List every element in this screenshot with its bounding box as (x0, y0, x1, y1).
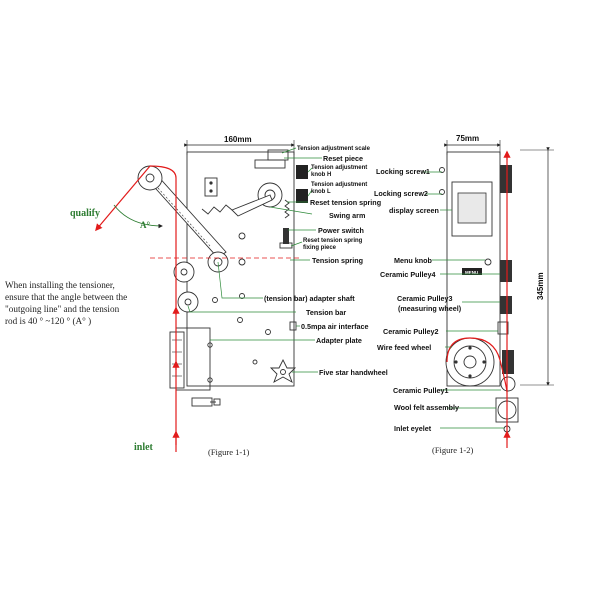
reset-piece (267, 149, 289, 161)
label-tension-adjustment-scale: Tension adjustment scale (297, 146, 371, 152)
ceramic-pulley-4 (500, 260, 512, 282)
figure-1-1: 160mm (5, 135, 388, 457)
tension-knob-h[interactable] (296, 165, 308, 179)
label-locking-screw-1: Locking screw1 (376, 167, 430, 176)
label-power-switch: Power switch (318, 226, 364, 235)
label-tension-bar: Tension bar (306, 308, 346, 317)
label-swing-arm: Swing arm (329, 211, 365, 220)
label-tension-spring: Tension spring (312, 256, 363, 265)
power-switch[interactable] (283, 228, 289, 244)
figure2-width-dimension: 75mm (456, 134, 479, 143)
label-ceramic-pulley-1: Ceramic Pulley1 (393, 386, 449, 395)
tension-scale (254, 159, 286, 169)
note-line-4: rod is 40 ° ~120 ° (A° ) (5, 316, 91, 326)
label-inlet-eyelet: Inlet eyelet (394, 424, 432, 433)
label-adapter-plate: Adapter plate (316, 336, 362, 345)
bracket (204, 177, 218, 197)
label-five-star-handwheel: Five star handwheel (319, 368, 388, 377)
note-line-3: "outgoing line" and the tension (5, 304, 120, 314)
air-interface (289, 321, 297, 331)
label-wool-felt-assembly: Wool felt assembly (394, 403, 459, 412)
label-ceramic-pulley-4: Ceramic Pulley4 (380, 270, 436, 279)
ceramic-pulley-2 (497, 321, 509, 335)
label-reset-tension-spring: Reset tension spring (310, 198, 381, 207)
side-knob-upper (500, 165, 512, 193)
display-housing (451, 181, 493, 237)
adapter-plate (175, 327, 211, 391)
figure1-width-dimension: 160mm (224, 135, 252, 144)
angle-label: A° (140, 220, 150, 230)
locking-screw-1[interactable] (439, 167, 445, 173)
label-ceramic-pulley-3-2: (measuring wheel) (398, 304, 462, 313)
label-knob-h-2: knob H (311, 172, 331, 178)
label-reset-piece: Reset piece (323, 154, 363, 163)
note-line-2: ensure that the angle between the (5, 292, 127, 302)
label-menu-knob: Menu knob (394, 256, 433, 265)
label-knob-l-2: knob L (311, 189, 331, 195)
label-air-interface: 0.5mpa air interface (301, 322, 369, 331)
tension-knob-l[interactable] (296, 189, 308, 203)
qualify-label: qualify (70, 208, 100, 219)
label-ceramic-pulley-3-1: Ceramic Pulley3 (397, 294, 453, 303)
swing-arm (231, 194, 273, 217)
label-wire-feed-wheel: Wire feed wheel (377, 343, 431, 352)
five-star-handwheel[interactable] (269, 358, 297, 383)
menu-knob[interactable] (484, 258, 492, 266)
ceramic-pulley-3 (500, 296, 512, 314)
figure1-caption: (Figure 1-1) (208, 447, 249, 457)
reset-tension-spring (284, 199, 290, 219)
outgoing-wire (95, 165, 151, 232)
menu-button[interactable] (462, 268, 482, 275)
display-screen (457, 192, 487, 224)
label-ceramic-pulley-2: Ceramic Pulley2 (383, 327, 439, 336)
figure2-height-dimension: 345mm (536, 272, 545, 300)
label-knob-h-1: Tension adjustment (311, 165, 367, 171)
angle-arc (113, 204, 163, 229)
label-spring-fix-2: fixing piece (303, 245, 337, 251)
label-display-screen: display screen (389, 206, 439, 215)
figure2-caption: (Figure 1-2) (432, 445, 473, 455)
inlet-label: inlet (134, 442, 154, 453)
figure-1-2: 75mm 345mm MENU (374, 134, 554, 455)
ceramic-pulley-1 (500, 376, 516, 392)
note-line-1: When installing the tensioner, (5, 280, 115, 290)
label-knob-l-1: Tension adjustment (311, 182, 367, 188)
tension-spring-coil (201, 204, 233, 215)
label-adapter-shaft: (tension bar) adapter shaft (264, 294, 355, 303)
menu-button-text: MENU (465, 270, 478, 275)
locking-screw-2[interactable] (439, 189, 445, 195)
label-spring-fix-1: Reset tension spring (303, 238, 363, 244)
label-locking-screw-2: Locking screw2 (374, 189, 428, 198)
